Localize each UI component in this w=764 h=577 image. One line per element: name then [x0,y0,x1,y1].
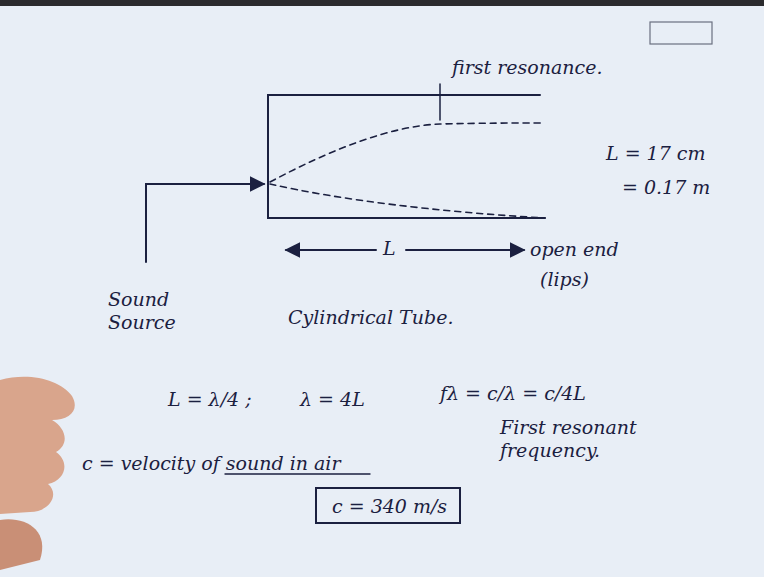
handwritten-label: L = 17 cm [606,142,706,165]
source-line [146,184,264,262]
handwritten-label: (lips) [540,268,589,291]
hand-photo [0,377,75,570]
handwritten-label: λ = 4L [300,388,365,411]
handwritten-label: L [383,237,396,260]
handwritten-label: Sound Source [108,288,198,334]
leader-line [439,84,441,120]
handwritten-label: = 0.17 m [622,176,710,199]
handwritten-label: fλ = c/λ = c/4L [440,382,586,405]
dimension-arrow [406,249,524,251]
wave-curve [270,123,545,182]
handwritten-label: L = λ/4 ; [168,388,252,411]
handwritten-label: c = velocity of sound in air [82,452,340,475]
handwritten-label: First resonant frequency. [500,416,670,462]
dimension-arrow [286,249,376,251]
handwritten-label: first resonance. [452,56,602,79]
logo-stamp [650,22,712,44]
boxed-value: c = 340 m/s [315,487,461,524]
handwritten-label: open end [530,238,619,261]
tube-outline [268,95,545,218]
handwritten-label: Cylindrical Tube. [288,306,453,329]
wave-curve [270,184,545,218]
boxed-text: c = 340 m/s [332,495,444,518]
